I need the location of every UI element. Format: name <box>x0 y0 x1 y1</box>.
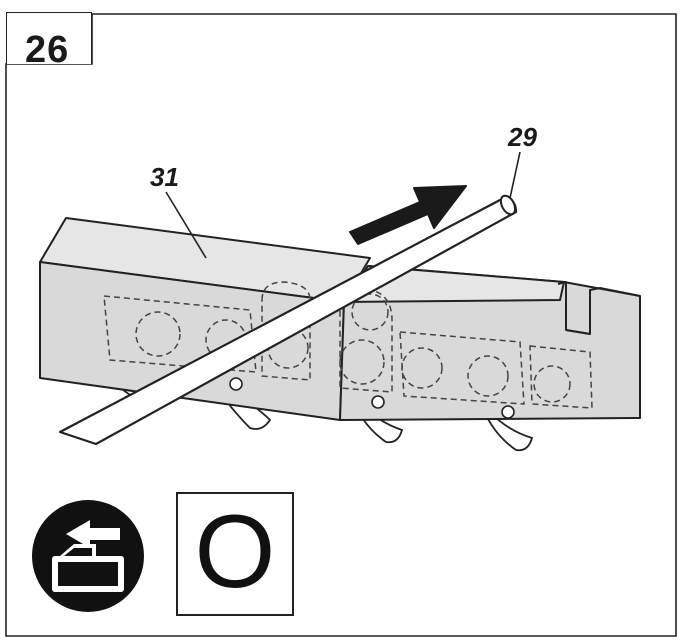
callout-29: 29 <box>508 122 537 152</box>
arrow-up-right-icon <box>349 185 467 245</box>
chain-guide <box>339 265 641 421</box>
step-number: 26 <box>25 29 70 71</box>
step-tab: 26 <box>6 12 92 71</box>
round-file-rod <box>58 194 518 446</box>
leader-lines <box>165 151 521 259</box>
frame-border <box>5 13 677 637</box>
mode-indicator-box: O <box>176 492 294 616</box>
battery-remove-icon <box>32 500 144 612</box>
callout-31: 31 <box>150 162 179 192</box>
mode-indicator-letter: O <box>194 494 276 610</box>
rivets <box>229 377 515 419</box>
